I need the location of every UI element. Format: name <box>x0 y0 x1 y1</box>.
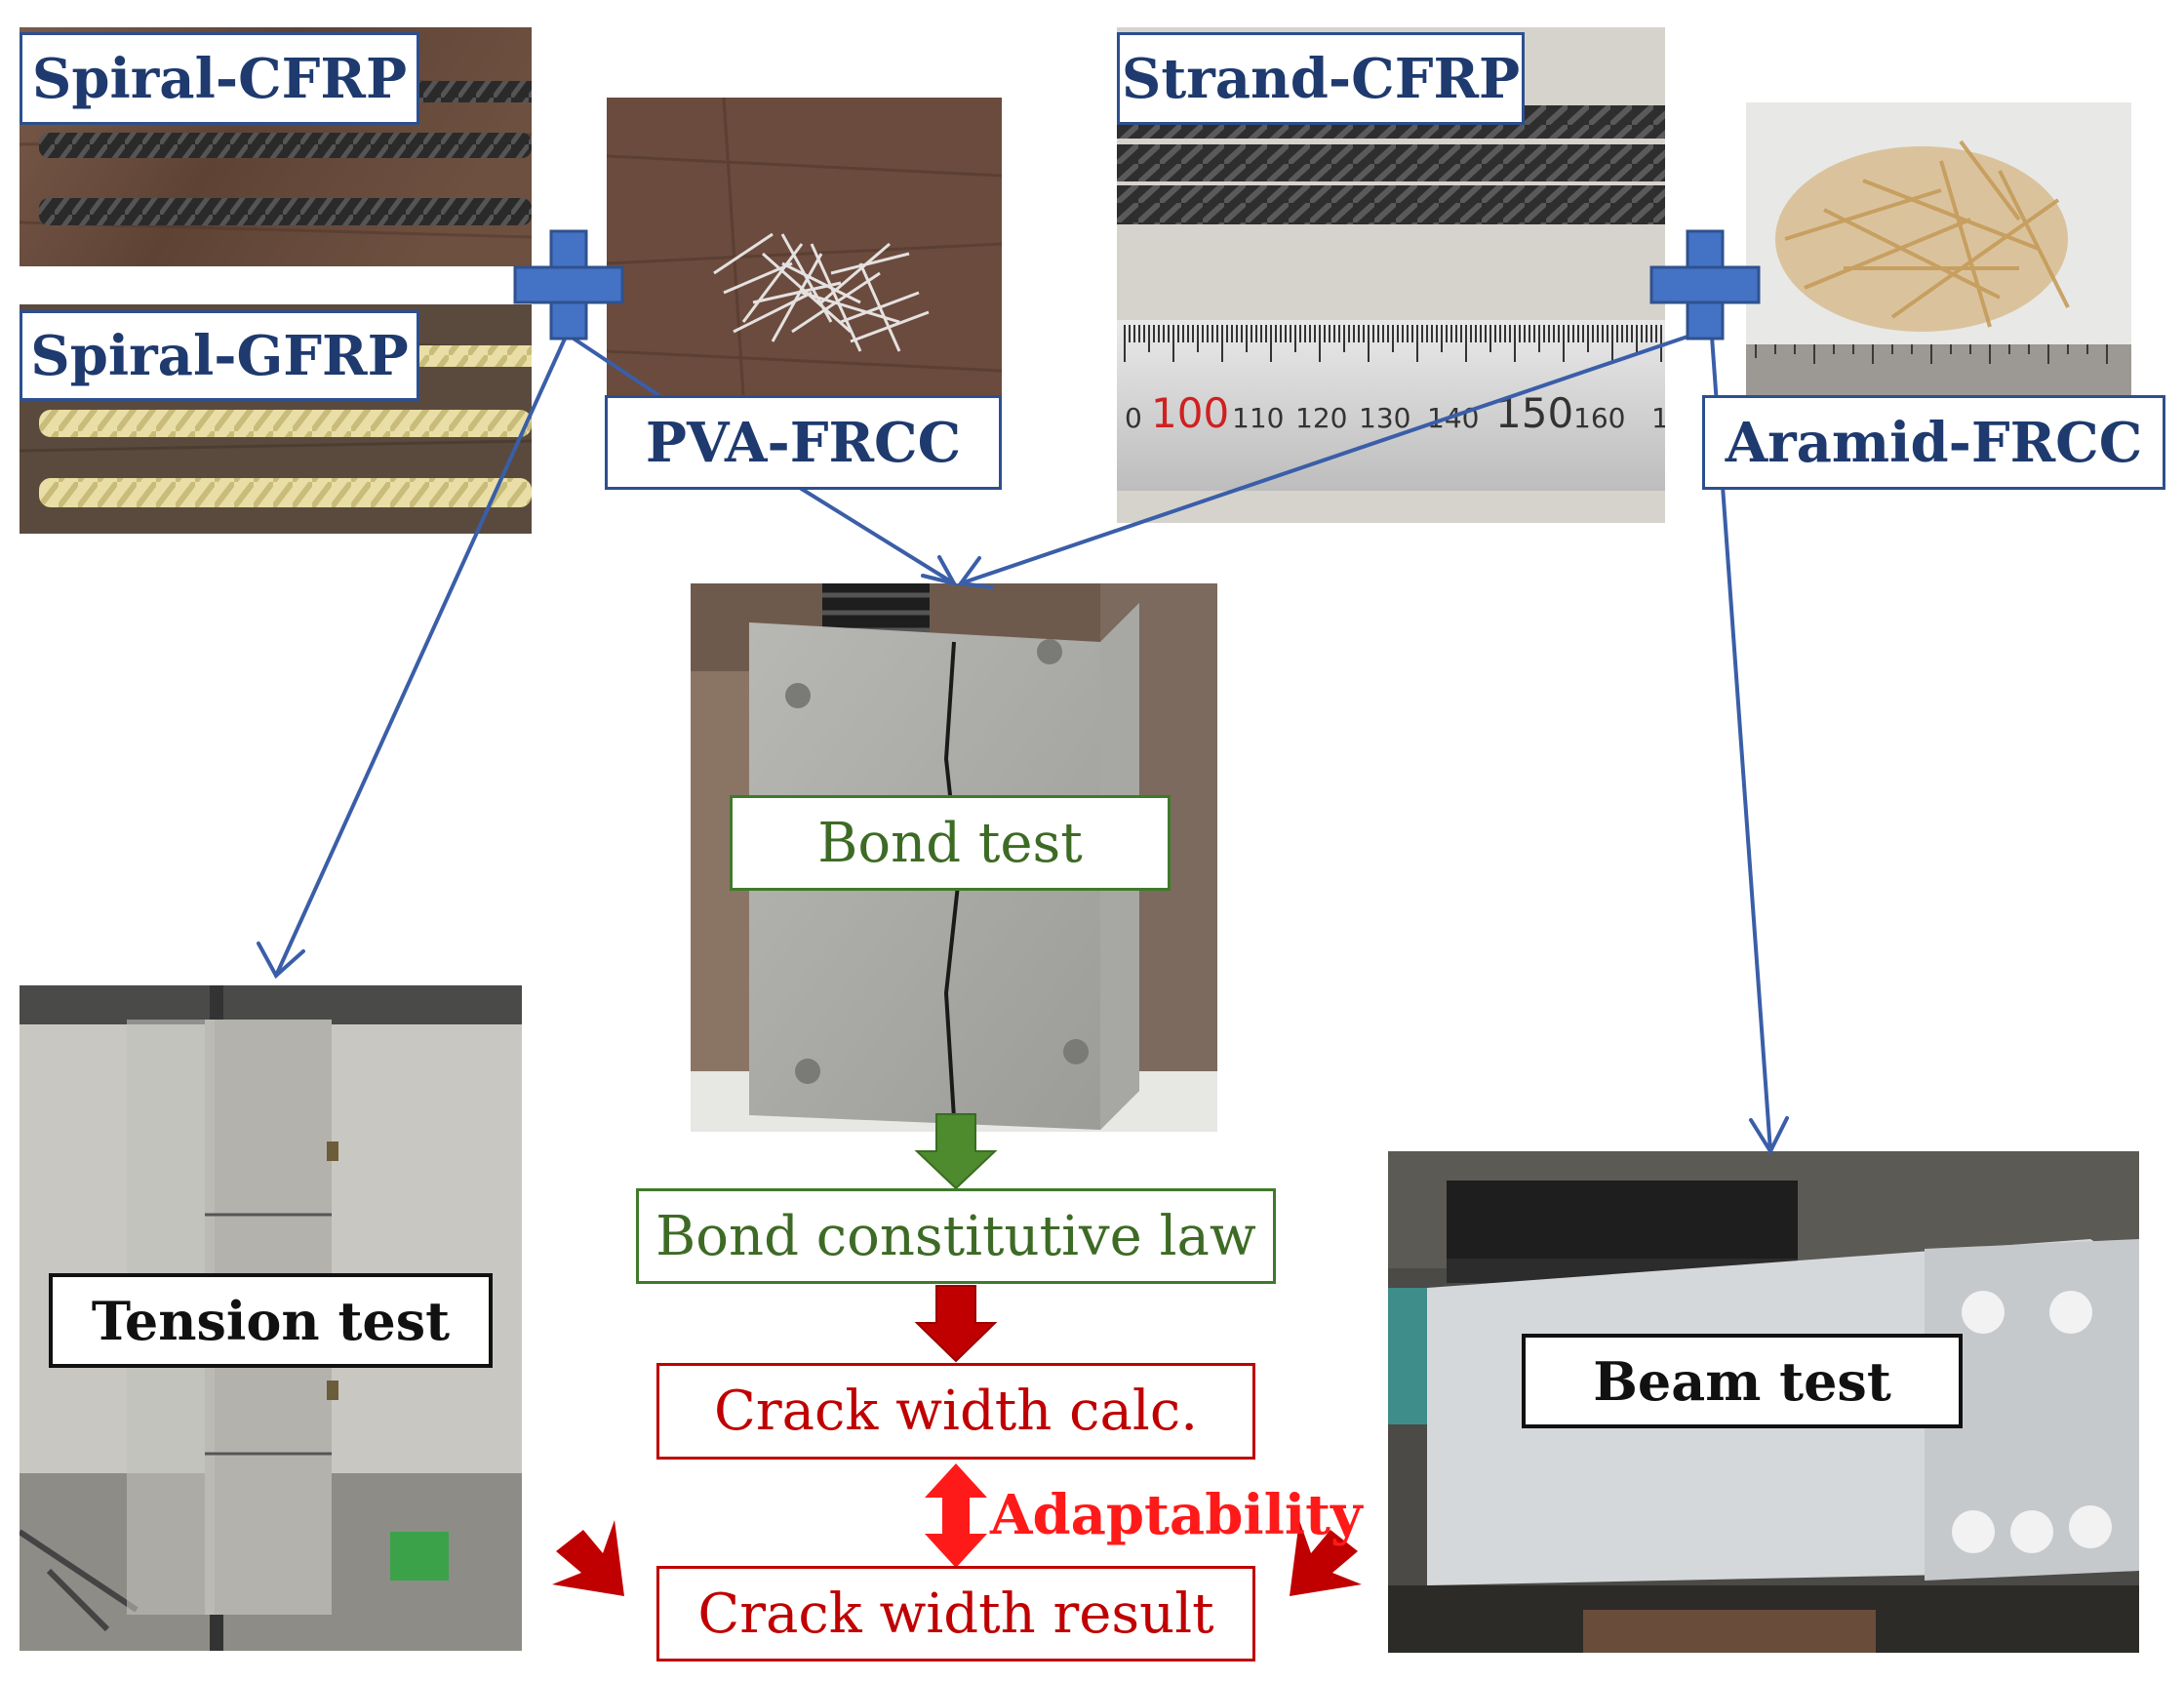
tension-test-label: Tension test <box>49 1273 493 1368</box>
plus-icon <box>513 229 624 340</box>
bond-test-label: Bond test <box>730 795 1171 891</box>
arrowhead-bond-right <box>957 556 994 589</box>
spiral-gfrp-label: Spiral-GFRP <box>20 310 419 401</box>
down-arrow-icon <box>914 1285 998 1363</box>
crack-width-calc-label: Crack width calc. <box>656 1363 1255 1460</box>
pva-frcc-label: PVA-FRCC <box>605 395 1002 490</box>
blue-connector-lines <box>257 335 1789 1156</box>
line-pva-bond <box>798 486 956 585</box>
ruler-number: 110 <box>1232 402 1284 434</box>
line-plus-pva <box>569 335 660 397</box>
diagonal-arrow-right-icon <box>1290 1520 1362 1596</box>
line-to-tension <box>274 335 568 978</box>
beam-test-label: Beam test <box>1522 1334 1963 1428</box>
crack-width-result-label: Crack width result <box>656 1566 1255 1662</box>
ruler-number: 120 <box>1295 402 1347 434</box>
plus-icon <box>1649 229 1761 340</box>
line-strand-bond <box>959 335 1689 585</box>
ruler-number: 160 <box>1573 402 1625 434</box>
ruler-number: 0 <box>1125 402 1142 434</box>
double-arrow-icon <box>925 1463 987 1568</box>
ruler-number: 1 <box>1651 402 1665 434</box>
arrowhead-tension <box>257 941 305 980</box>
aramid-fiber-image <box>1746 102 2131 395</box>
strand-cfrp-label: Strand-CFRP <box>1117 32 1525 125</box>
spiral-cfrp-label: Spiral-CFRP <box>20 32 419 125</box>
down-arrow-icon <box>914 1113 998 1190</box>
pva-fiber-photo <box>607 98 1002 395</box>
arrowhead-bond-left <box>921 555 958 587</box>
bond-constitutive-law-label: Bond constitutive law <box>636 1188 1276 1284</box>
pva-fiber-image <box>607 98 1002 395</box>
aramid-frcc-label: Aramid-FRCC <box>1702 395 2165 490</box>
aramid-fiber-photo <box>1746 102 2131 395</box>
ruler-number: 100 <box>1151 389 1229 437</box>
diagonal-arrow-left-icon <box>552 1520 624 1596</box>
adaptability-label: Adaptability <box>990 1483 1363 1547</box>
ruler-number: 130 <box>1359 402 1410 434</box>
arrowhead-beam <box>1749 1116 1789 1156</box>
